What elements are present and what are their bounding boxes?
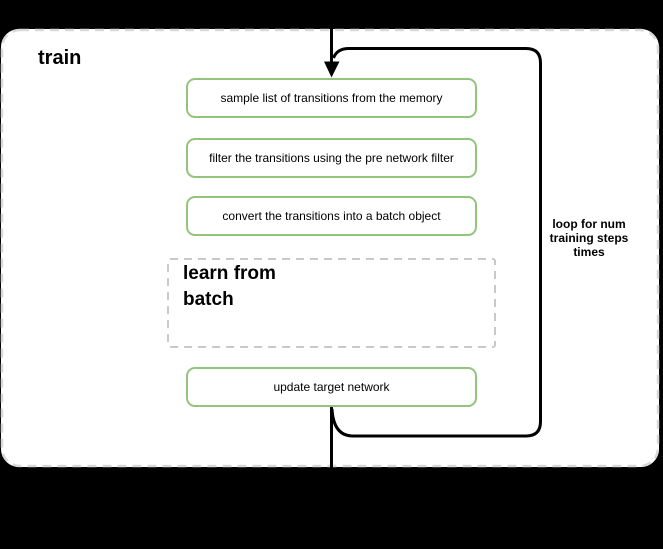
step-convert-to-batch: convert the transitions into a batch obj… <box>186 196 477 236</box>
step-label: sample list of transitions from the memo… <box>220 91 443 105</box>
step-update-target-network: update target network <box>186 367 477 407</box>
loop-annotation: loop for num training steps times <box>549 217 629 259</box>
step-label: filter the transitions using the pre net… <box>209 151 454 165</box>
step-label: convert the transitions into a batch obj… <box>222 209 441 223</box>
step-label: update target network <box>273 380 390 394</box>
group-title: train <box>38 47 82 69</box>
step-sample-transitions: sample list of transitions from the memo… <box>186 78 477 118</box>
subprocess-learn-from-batch-label: learn from batch <box>183 263 276 310</box>
step-filter-transitions: filter the transitions using the pre net… <box>186 138 477 178</box>
